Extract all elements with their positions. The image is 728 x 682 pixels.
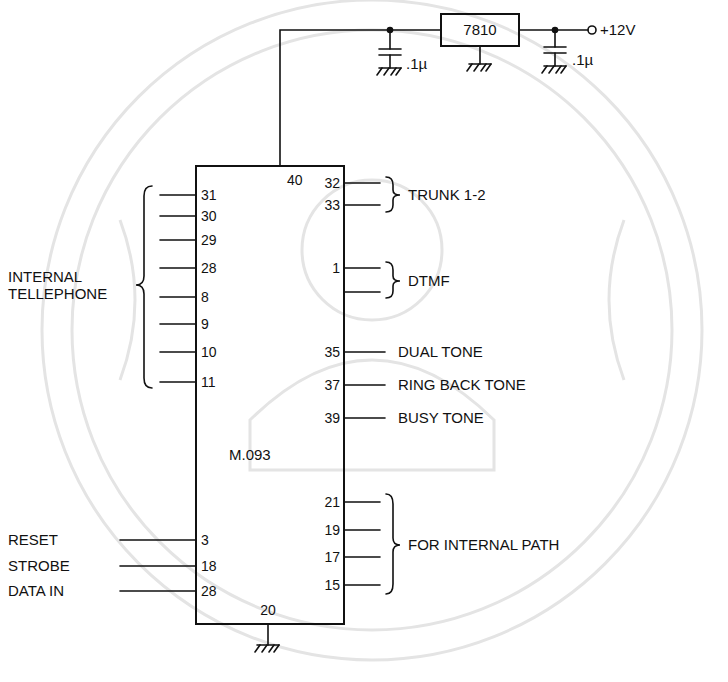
- ground-wire: [479, 47, 481, 64]
- pin-number: 31: [201, 187, 217, 203]
- pin-number: 1: [332, 260, 340, 276]
- bracket: [136, 186, 152, 388]
- pin-number: 8: [201, 289, 209, 305]
- pin-number: 10: [201, 344, 217, 360]
- capacitor-value: .1µ: [572, 51, 593, 68]
- part-number: 7810: [463, 22, 496, 39]
- terminal-label: +12V: [600, 21, 635, 38]
- signal-name: BUSY TONE: [398, 409, 484, 426]
- pin-number: 28: [201, 260, 217, 276]
- signal-name: DUAL TONE: [398, 343, 483, 360]
- ground-symbol: [255, 645, 279, 652]
- pin-number: 29: [201, 232, 217, 248]
- supply-wire: [280, 30, 440, 165]
- signal-name: RESET: [8, 531, 58, 548]
- seal-ring: [72, 30, 672, 630]
- chip-name: M.093: [229, 447, 271, 464]
- pin-number: 19: [324, 522, 340, 538]
- ground-symbol: [467, 64, 491, 71]
- pin-number: 39: [324, 410, 340, 426]
- pin-number: 35: [324, 344, 340, 360]
- pin-lines: [345, 183, 385, 585]
- bracket: [386, 262, 400, 298]
- bracket: [386, 494, 400, 594]
- pin-number: 30: [201, 208, 217, 224]
- ground-wire: [267, 625, 269, 645]
- ground-symbol: [542, 66, 566, 73]
- pin-number: 20: [260, 602, 276, 618]
- signal-name: RING BACK TONE: [398, 376, 526, 393]
- signal-group-name: FOR INTERNAL PATH: [408, 536, 559, 553]
- pin-number: 37: [324, 377, 340, 393]
- bracket: [386, 177, 400, 212]
- pin-number: 15: [324, 577, 340, 593]
- capacitor-value: .1µ: [406, 55, 427, 72]
- ic-box: M.093: [195, 165, 345, 625]
- pin-number: 17: [324, 549, 340, 565]
- pin-number: 32: [324, 175, 340, 191]
- pin-number: 3: [201, 532, 209, 548]
- signal-name: DTMF: [408, 272, 450, 289]
- capacitor-symbol: [544, 30, 566, 66]
- signal-group-name: INTERNAL TELLEPHONE: [8, 268, 128, 303]
- signal-name: STROBE: [8, 557, 70, 574]
- pin-number: 40: [287, 172, 303, 188]
- pin-number: 18: [201, 558, 217, 574]
- regulator-box: 7810: [440, 13, 520, 47]
- pin-number: 33: [324, 197, 340, 213]
- pin-number: 9: [201, 316, 209, 332]
- pin-number: 28: [201, 583, 217, 599]
- supply-terminal: [588, 26, 596, 34]
- ground-symbol: [377, 68, 401, 75]
- seal-ring: [42, 0, 702, 660]
- pin-lines: [120, 195, 195, 591]
- capacitor-symbol: [379, 30, 401, 68]
- pin-number: 21: [324, 494, 340, 510]
- pin-number: 11: [201, 374, 216, 390]
- signal-group-name: TRUNK 1-2: [408, 186, 486, 203]
- signal-name: DATA IN: [8, 582, 64, 599]
